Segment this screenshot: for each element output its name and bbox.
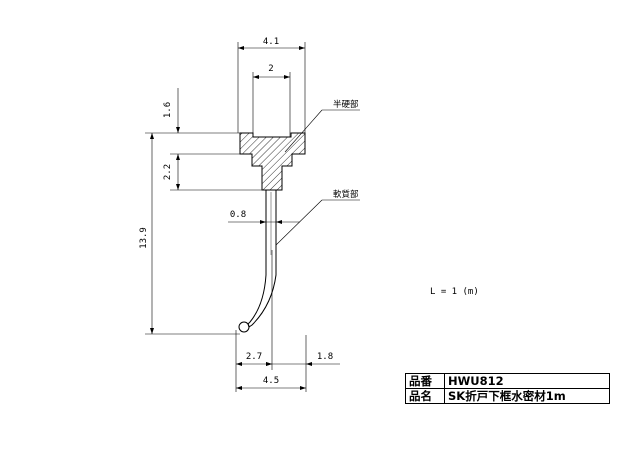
dim-top-width bbox=[237, 42, 306, 133]
dim-bottom-total-label: 4.5 bbox=[263, 376, 279, 386]
dim-total-height bbox=[145, 132, 240, 335]
hard-part-label: 半硬部 bbox=[333, 99, 359, 110]
dim-lip-thickness-label: 0.8 bbox=[230, 210, 246, 220]
dim-upper-heights bbox=[170, 88, 262, 191]
hard-part-section bbox=[239, 132, 306, 191]
leader-hard-part bbox=[284, 109, 360, 153]
dim-mid-height-label: 2.2 bbox=[163, 164, 173, 180]
product-name-label: 品名 bbox=[405, 388, 445, 404]
dim-bottom-left-label: 2.7 bbox=[246, 352, 262, 362]
dim-neck-width bbox=[252, 72, 291, 137]
soft-part-label: 軟質部 bbox=[333, 189, 359, 200]
title-block-row-code: 品番 HWU812 bbox=[405, 373, 610, 389]
dim-upper-height-label: 1.6 bbox=[163, 102, 173, 118]
product-code-label: 品番 bbox=[405, 373, 445, 389]
dim-neck-width-label: 2 bbox=[268, 64, 273, 74]
leader-soft-part bbox=[275, 199, 360, 246]
dim-bottom bbox=[235, 250, 340, 392]
dim-top-width-label: 4.1 bbox=[263, 37, 279, 47]
dim-total-height-label: 13.9 bbox=[139, 227, 149, 249]
dim-lip-thickness bbox=[228, 220, 300, 224]
title-block: 品番 HWU812 品名 SK折戸下框水密材1m bbox=[405, 373, 610, 404]
product-name-value: SK折戸下框水密材1m bbox=[444, 388, 610, 404]
dim-bottom-right-label: 1.8 bbox=[317, 352, 333, 362]
product-code-value: HWU812 bbox=[444, 373, 610, 389]
length-note: L = 1 (m) bbox=[430, 287, 479, 297]
title-block-row-name: 品名 SK折戸下框水密材1m bbox=[405, 388, 610, 404]
lip-bulb bbox=[238, 321, 250, 333]
